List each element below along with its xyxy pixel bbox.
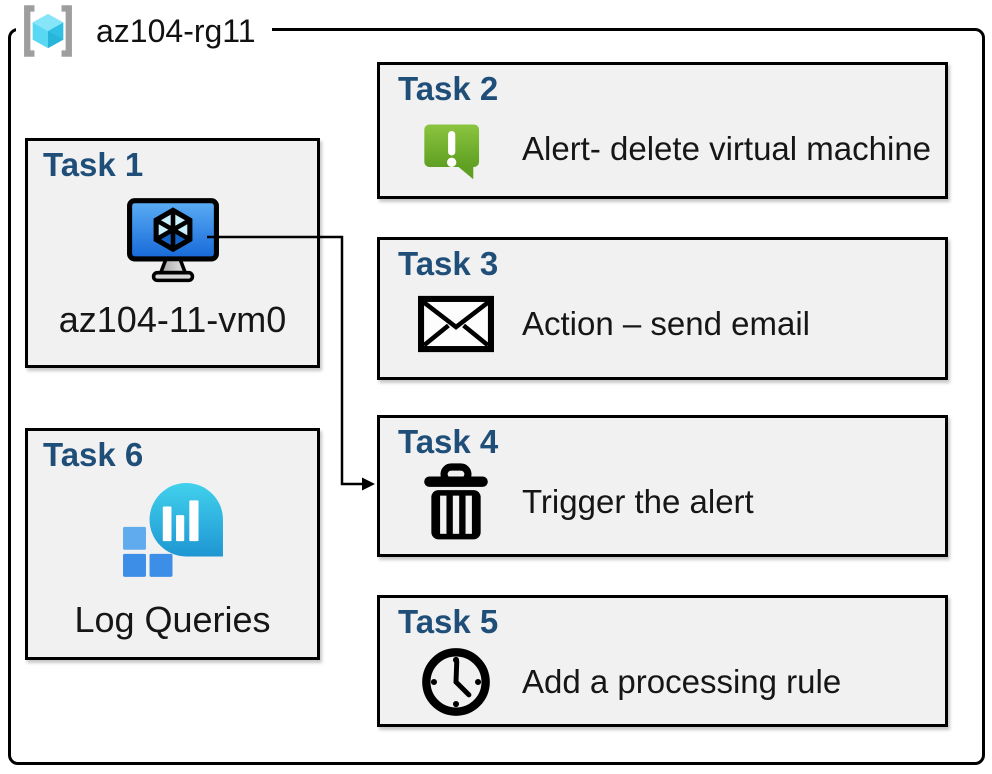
task1-label: az104-11-vm0 <box>58 299 287 340</box>
task3-header: Task 3 <box>398 245 499 282</box>
task6-label: Log Queries <box>74 599 271 640</box>
email-envelope-icon <box>418 295 494 353</box>
task4-box: Task 4 Trigger the alert <box>377 415 948 557</box>
clock-icon <box>422 648 490 716</box>
resource-group-icon <box>24 5 72 57</box>
task5-header: Task 5 <box>398 603 499 640</box>
task6-box: Task 6 Log Queries <box>25 428 320 660</box>
resource-group-name: az104-rg11 <box>96 12 256 49</box>
task1-box: Task 1 <box>25 138 320 368</box>
task6-header: Task 6 <box>43 436 144 473</box>
trash-delete-icon <box>424 463 488 540</box>
task4-label: Trigger the alert <box>522 483 754 520</box>
task5-box: Task 5 Add a processing rule <box>377 595 948 727</box>
task2-box: Task 2 Alert- delete virtual machine <box>377 62 948 199</box>
log-analytics-icon <box>122 483 223 577</box>
resource-group-label: az104-rg11 <box>16 2 272 60</box>
task2-label: Alert- delete virtual machine <box>522 130 932 167</box>
alert-message-icon <box>424 124 480 180</box>
task1-header: Task 1 <box>43 146 144 183</box>
task2-header: Task 2 <box>398 70 499 107</box>
task5-label: Add a processing rule <box>522 663 842 700</box>
virtual-machine-icon <box>126 198 219 283</box>
task3-box: Task 3 Action – send email <box>377 237 948 380</box>
task3-label: Action – send email <box>522 305 810 342</box>
task4-header: Task 4 <box>398 423 499 460</box>
